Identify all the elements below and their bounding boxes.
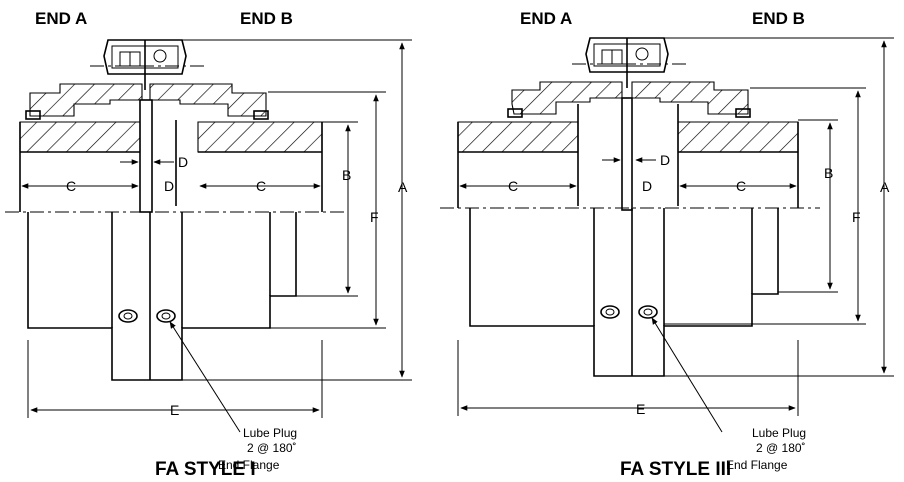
dim-c-left-label: C <box>508 178 518 194</box>
dim-c-right-label: C <box>256 178 266 194</box>
lube-plug-leader <box>169 321 241 433</box>
coupling-lower-outline <box>5 211 345 381</box>
dimension-lines <box>21 39 412 418</box>
dim-d-top-label: D <box>660 152 670 168</box>
lube-plugs <box>600 305 723 433</box>
lube-plug-label: Lube Plug <box>243 426 297 440</box>
dim-f-label: F <box>852 209 861 225</box>
lube-plug-qty: 2 @ 180˚ <box>247 441 297 455</box>
dim-b-label: B <box>824 165 833 181</box>
coupling-lower-outline <box>440 207 820 377</box>
hubs <box>457 97 799 211</box>
dim-d-mid-label: D <box>164 178 174 194</box>
dim-a-label: A <box>880 179 890 195</box>
end-b-label: END B <box>240 9 293 28</box>
dimension-lines <box>457 37 894 416</box>
hubs <box>19 99 323 213</box>
lube-plug-qty: 2 @ 180˚ <box>756 441 806 455</box>
flange-bolt <box>572 37 690 88</box>
dim-e-label: E <box>170 402 179 418</box>
coupling-diagram-style-1: END A END B <box>5 9 412 480</box>
lube-plugs <box>118 309 241 433</box>
dim-f-label: F <box>370 209 379 225</box>
diagram-title: FA STYLE I <box>155 459 256 480</box>
dim-a-label: A <box>398 179 408 195</box>
dim-e-label: E <box>636 401 645 417</box>
dim-b-label: B <box>342 167 351 183</box>
end-a-label: END A <box>35 9 87 28</box>
dim-d-mid-label: D <box>642 178 652 194</box>
dim-d-top-label: D <box>178 154 188 170</box>
coupling-diagram-style-3: END A END B <box>440 9 894 480</box>
flange-bolt <box>90 39 205 90</box>
dim-c-left-label: C <box>66 178 76 194</box>
dim-c-right-label: C <box>736 178 746 194</box>
diagram-subtitle: End Flange <box>218 458 280 472</box>
end-a-label: END A <box>520 9 572 28</box>
lube-plug-label: Lube Plug <box>752 426 806 440</box>
end-b-label: END B <box>752 9 805 28</box>
flanged-sleeves <box>507 81 751 118</box>
flanged-sleeves <box>25 83 269 120</box>
diagram-subtitle: End Flange <box>726 458 788 472</box>
lube-plug-leader <box>651 317 723 433</box>
diagram-title: FA STYLE III <box>620 459 731 480</box>
